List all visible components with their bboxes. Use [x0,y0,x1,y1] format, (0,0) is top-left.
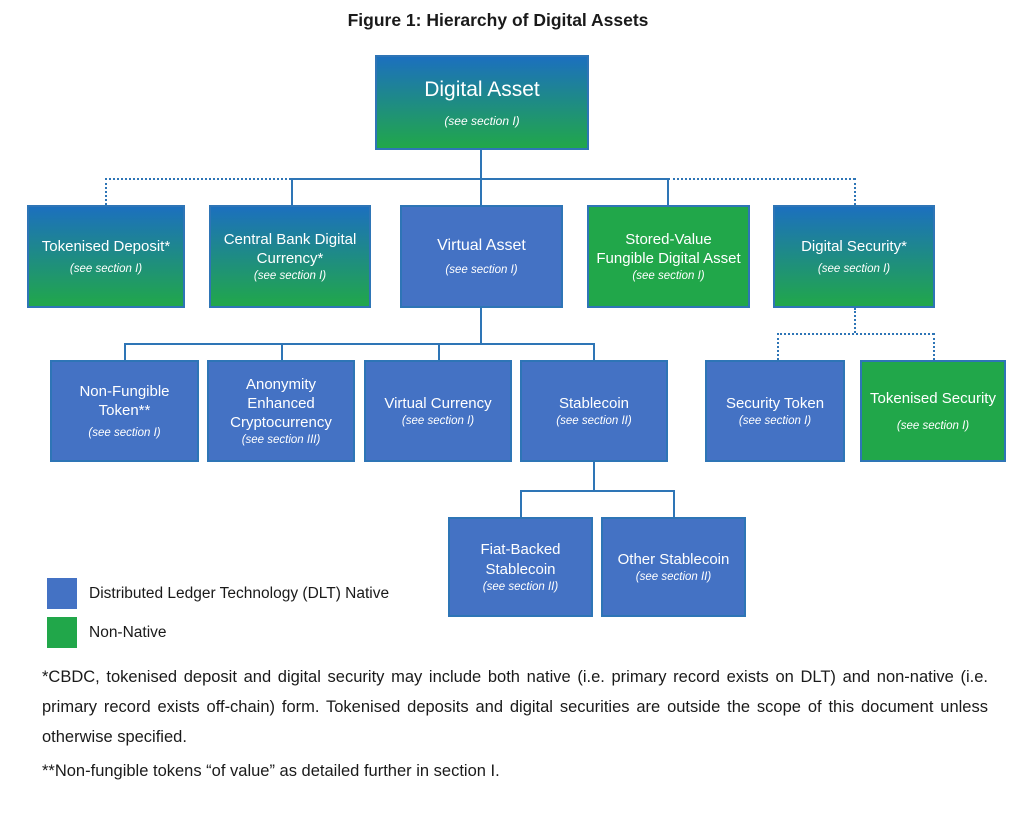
node-label: Tokenised Deposit* [41,238,171,256]
connector-drop-virtual-currency [438,343,440,360]
node-caption: (see section I) [69,263,143,276]
node-caption: (see section I) [401,415,475,428]
node-security-token: Security Token (see section I) [705,360,845,462]
node-caption: (see section II) [482,580,559,593]
node-central-bank-digital-currency: Central Bank Digital Currency* (see sect… [209,205,371,308]
connector-drop-stablecoin [593,343,595,360]
node-stored-value-fungible-digital-asset: Stored-Value Fungible Digital Asset (see… [587,205,750,308]
node-caption: (see section III) [241,434,321,447]
node-label: Digital Security* [801,238,907,256]
node-caption: (see section I) [253,270,327,283]
node-label: Non-Fungible Token** [79,382,170,420]
node-fiat-backed-stablecoin: Fiat-Backed Stablecoin (see section II) [448,517,593,617]
node-caption: (see section I) [738,415,812,428]
node-label: Virtual Asset [437,237,526,255]
node-label: Other Stablecoin [617,551,730,569]
node-virtual-currency: Virtual Currency (see section I) [364,360,512,462]
node-caption: (see section I) [817,263,891,276]
node-non-fungible-token: Non-Fungible Token** (see section I) [50,360,199,462]
connector-drop-fiat-backed [520,490,522,517]
connector-drop-digital-security [854,178,856,205]
node-digital-asset: Digital Asset (see section I) [375,55,589,150]
node-tokenised-deposit: Tokenised Deposit* (see section I) [27,205,185,308]
connector-level2-horizontal-dotted-right [668,178,855,180]
node-stablecoin: Stablecoin (see section II) [520,360,668,462]
legend-item-dlt-native: Distributed Ledger Technology (DLT) Nati… [47,578,389,609]
node-tokenised-security: Tokenised Security (see section I) [860,360,1006,462]
footnote-nft: **Non-fungible tokens “of value” as deta… [42,762,500,780]
node-caption: (see section I) [444,113,520,128]
node-label: Security Token [725,395,825,413]
node-caption: (see section I) [445,263,518,276]
connector-stablecoin-vertical [593,462,595,490]
connector-digital-security-vertical [854,308,856,333]
node-caption: (see section II) [556,415,632,428]
legend-swatch-green [47,617,77,648]
connector-drop-aec [281,343,283,360]
connector-drop-tokenised-security [933,333,935,360]
node-label: Digital Asset [424,77,540,101]
legend-swatch-blue [47,578,77,609]
node-label: Virtual Currency [384,395,492,413]
node-digital-security: Digital Security* (see section I) [773,205,935,308]
node-anonymity-enhanced-cryptocurrency: Anonymity Enhanced Cryptocurrency (see s… [207,360,355,462]
legend-item-non-native: Non-Native [47,617,167,648]
connector-drop-cbdc [291,178,293,205]
connector-level2-horizontal-dotted-left [105,178,291,180]
node-caption: (see section I) [896,420,970,433]
legend-label: Non-Native [89,623,167,641]
node-caption: (see section II) [635,571,712,584]
connector-root-vertical [480,150,482,205]
node-virtual-asset: Virtual Asset (see section I) [400,205,563,308]
connector-drop-nft [124,343,126,360]
node-label: Fiat-Backed Stablecoin [480,541,561,578]
connector-drop-stored-value [667,178,669,205]
node-label: Stablecoin [558,395,630,413]
node-other-stablecoin: Other Stablecoin (see section II) [601,517,746,617]
connector-level3-horizontal [124,343,594,345]
node-label: Tokenised Security [870,390,996,408]
node-label: Anonymity Enhanced Cryptocurrency [230,375,332,432]
node-label: Central Bank Digital Currency* [223,230,357,268]
footnote-cbdc: *CBDC, tokenised deposit and digital sec… [42,668,988,747]
legend-label: Distributed Ledger Technology (DLT) Nati… [89,584,390,602]
connector-security-horizontal [777,333,934,335]
connector-level2-horizontal-solid [291,178,668,180]
node-caption: (see section I) [88,427,161,440]
connector-drop-security-token [777,333,779,360]
connector-drop-other-stablecoin [673,490,675,517]
connector-drop-tokenised-deposit [105,178,107,205]
figure-title: Figure 1: Hierarchy of Digital Assets [347,10,649,30]
connector-virtual-asset-vertical [480,308,482,343]
connector-stablecoin-horizontal [520,490,674,492]
node-caption: (see section I) [632,270,705,283]
node-label: Stored-Value Fungible Digital Asset [596,230,741,268]
